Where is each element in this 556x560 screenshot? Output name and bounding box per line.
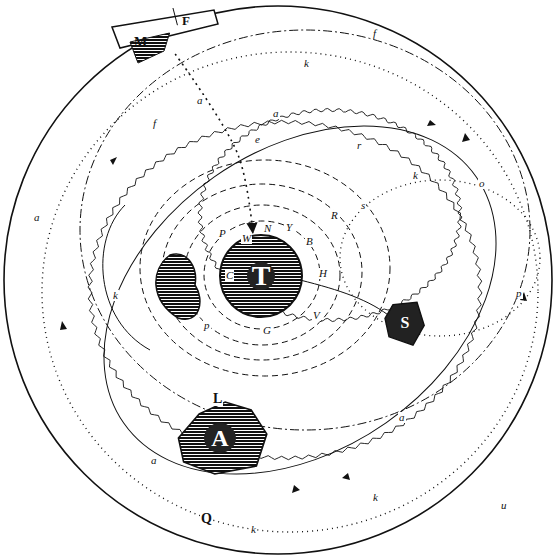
orbit-letter: L	[212, 392, 223, 406]
body-letter: T	[252, 262, 271, 290]
direction-arrowheads	[60, 120, 527, 493]
asteroid: A	[168, 398, 272, 478]
orbit-letter: V	[312, 310, 321, 321]
orbit-letter: k	[372, 492, 379, 503]
dashed-orbit	[184, 205, 340, 345]
orbit-letter: e	[254, 134, 261, 145]
dotted-orbit	[42, 52, 538, 532]
orbit-letter: a	[196, 95, 204, 106]
orbit-letter: o	[478, 178, 486, 189]
orbit-letter: p	[515, 288, 523, 299]
rock-fragment	[156, 254, 200, 319]
wavy-orbit	[88, 120, 482, 459]
orbit-letter: C	[225, 270, 234, 281]
orbit-letter: a	[272, 108, 280, 119]
orbit-letter: R	[330, 210, 339, 221]
orbit-letter: k	[250, 524, 257, 535]
trajectory-connector	[175, 54, 253, 233]
vessel: MF	[108, 6, 220, 66]
orbit-letter: k	[412, 170, 419, 181]
body-letter: M	[134, 36, 147, 50]
orbit-letter: a	[150, 455, 158, 466]
k-orbit	[38, 54, 556, 546]
body-letter: S	[401, 315, 410, 331]
body-outline	[108, 6, 220, 66]
orbit-letter: f	[152, 118, 157, 129]
wavy-orbit	[198, 108, 462, 321]
orbit-letter: G	[262, 325, 272, 336]
orbit-letter: W	[241, 233, 252, 244]
body-letter: A	[211, 426, 228, 450]
orbit-letter: N	[263, 223, 272, 234]
orbit-letter: f	[372, 28, 377, 39]
orbit-letter: Q	[200, 512, 213, 526]
orbit-letter: B	[305, 236, 314, 247]
orbit-letter: H	[318, 268, 328, 279]
orbit-letter: r	[356, 140, 362, 151]
orbit-letter: k	[112, 290, 119, 301]
dash-dot-orbit	[80, 30, 530, 430]
outer-circle	[4, 6, 552, 554]
orbit-letter: a	[33, 212, 41, 223]
orbit-letter: u	[500, 500, 508, 511]
body-letter: F	[182, 14, 190, 27]
orbit-letter: P	[218, 228, 227, 239]
orbit-letter: Y	[285, 222, 293, 233]
dashed-orbit	[204, 221, 320, 329]
orbit-letter: s	[360, 200, 366, 211]
dashed-orbit	[140, 160, 390, 376]
asteroid: S	[385, 300, 425, 346]
orbit-letter: p	[203, 320, 211, 331]
dotted-orbit	[340, 180, 540, 336]
orbit-letter: a	[398, 412, 406, 423]
orbit-letter: k	[303, 58, 310, 69]
orbit-arc	[103, 205, 150, 350]
